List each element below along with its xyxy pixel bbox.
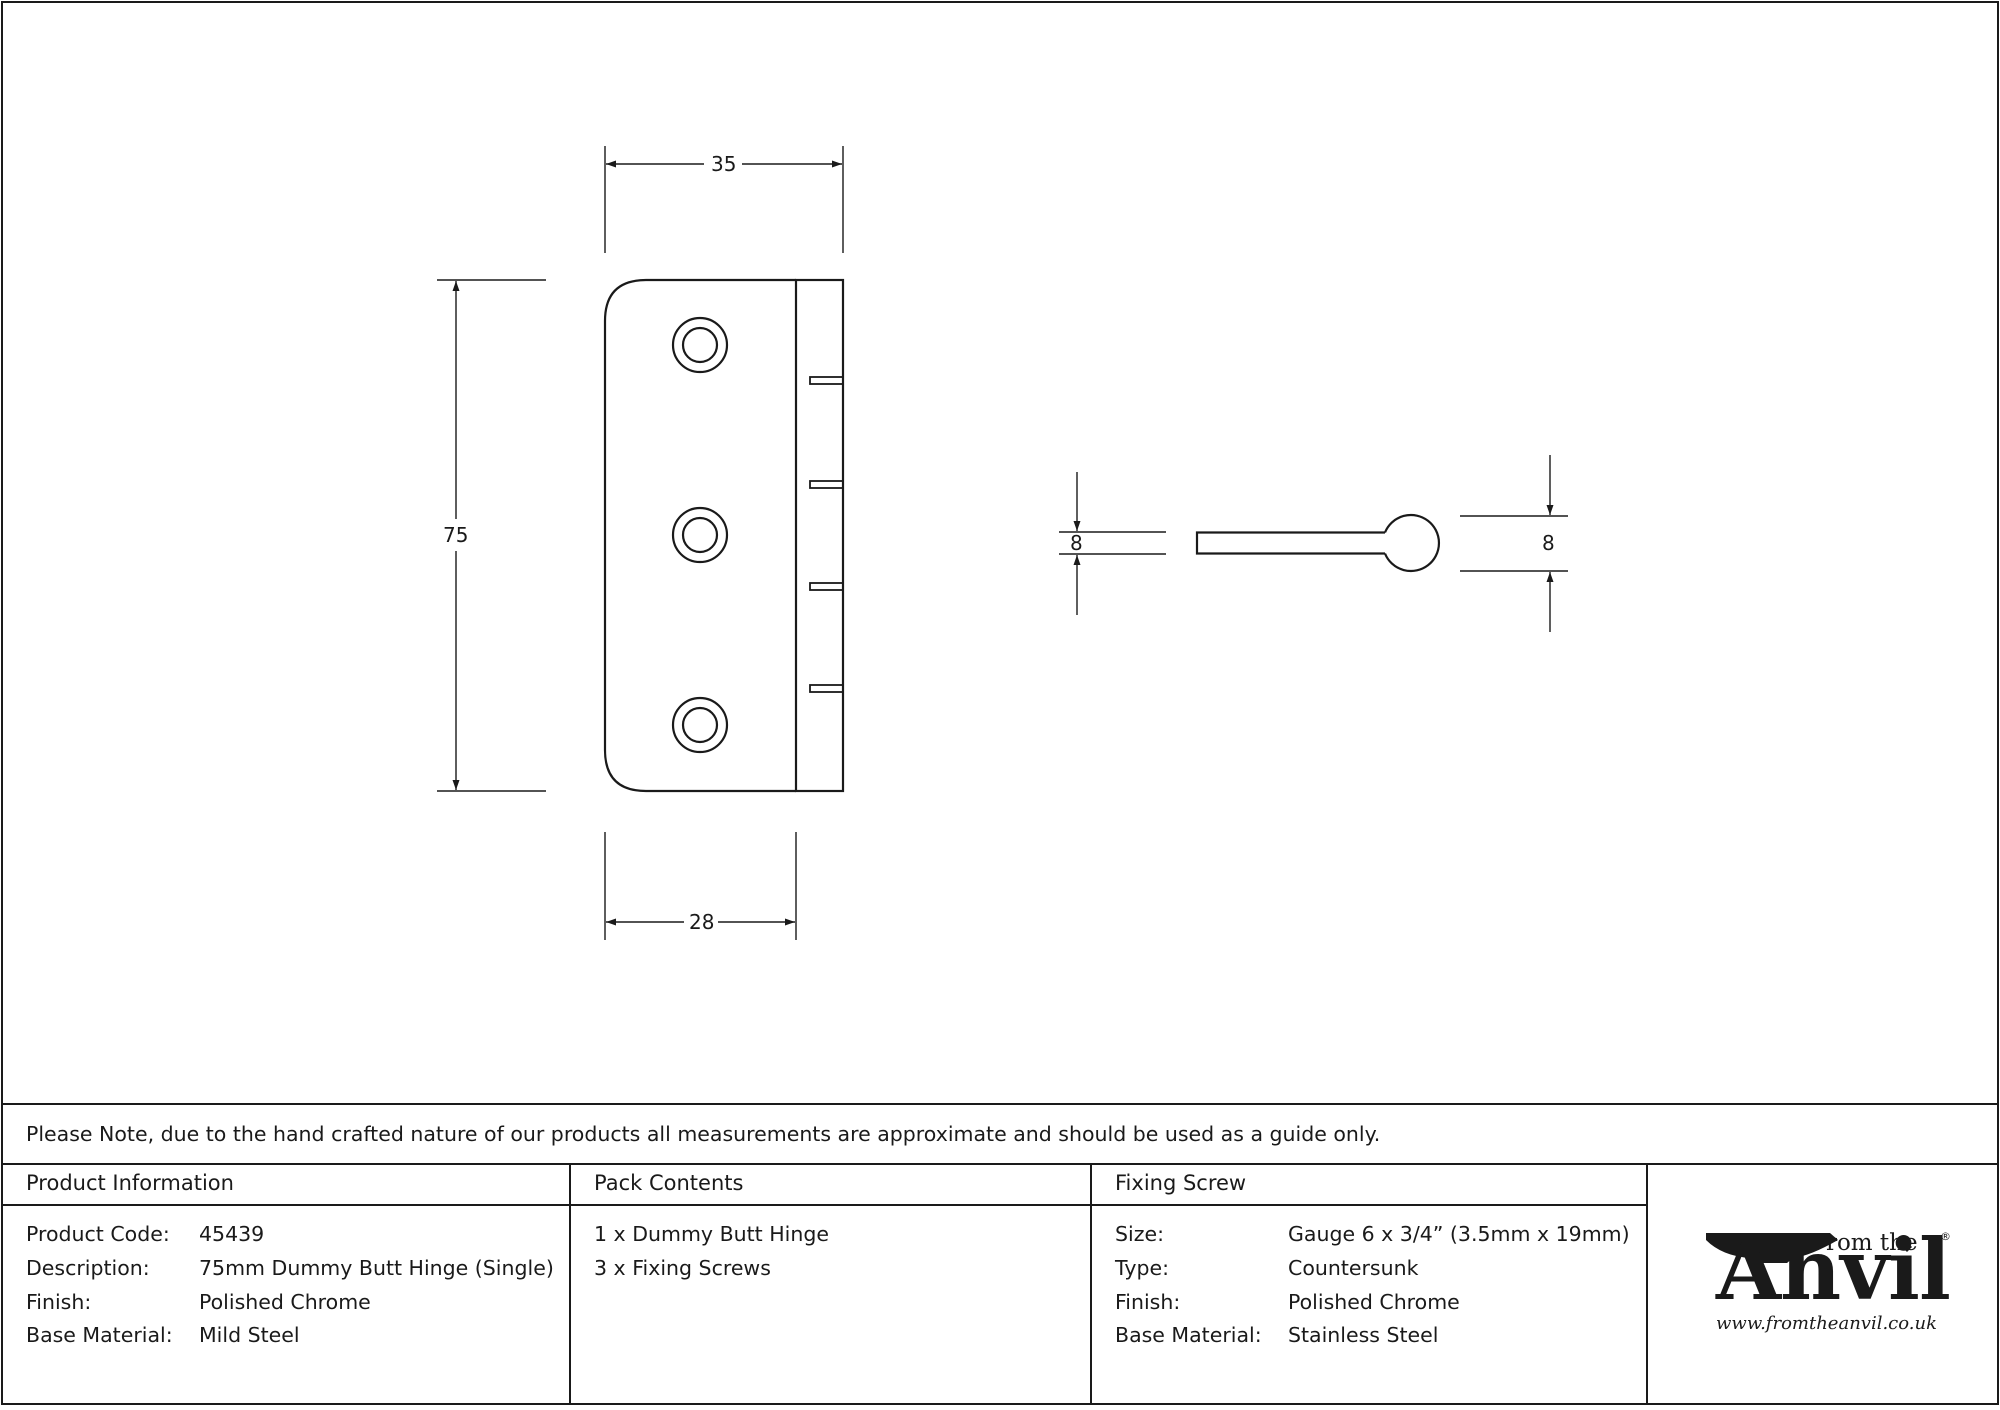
finish-label: Finish: <box>26 1290 92 1314</box>
logo-from-the: From the <box>1810 1230 1918 1256</box>
product-code-value: 45439 <box>199 1222 265 1246</box>
diamond-icon <box>1902 1242 1912 1252</box>
screw-size-label: Size: <box>1115 1222 1164 1246</box>
screw-finish-label: Finish: <box>1115 1290 1181 1314</box>
knuckle-slot <box>809 582 844 591</box>
measurement-note: Please Note, due to the hand crafted nat… <box>26 1122 1381 1146</box>
screw-type-label: Type: <box>1115 1256 1169 1280</box>
pack-contents-heading: Pack Contents <box>594 1171 744 1195</box>
logo-registered: ® <box>1940 1230 1951 1243</box>
screw-holes <box>671 316 729 754</box>
hinge-side-view <box>1195 513 1441 573</box>
anvil-logo-icon <box>1706 1233 1912 1263</box>
dim-label-28: 28 <box>689 910 715 934</box>
dim-label-75: 75 <box>443 523 469 547</box>
leaf-edge <box>1195 531 1385 555</box>
screw-size-value: Gauge 6 x 3/4” (3.5mm x 19mm) <box>1288 1222 1630 1246</box>
base-material-value: Mild Steel <box>199 1323 300 1347</box>
hinge-leaf-outline <box>603 278 796 793</box>
screw-hole-bottom <box>671 696 729 754</box>
dim-label-knuckle-left: 8 <box>1070 531 1083 555</box>
side-dimension-lines <box>1059 455 1568 632</box>
finish-value: Polished Chrome <box>199 1290 371 1314</box>
screw-material-label: Base Material: <box>1115 1323 1262 1347</box>
screw-hole-top <box>671 316 729 374</box>
base-material-label: Base Material: <box>26 1323 173 1347</box>
knuckle-slots <box>809 376 844 693</box>
screw-hole-middle <box>671 506 729 564</box>
screw-material-value: Stainless Steel <box>1288 1323 1439 1347</box>
dim-label-35: 35 <box>711 152 737 176</box>
pack-item: 1 x Dummy Butt Hinge <box>594 1222 829 1246</box>
hinge-knuckle <box>794 278 845 793</box>
dim-label-knuckle-right: 8 <box>1542 531 1555 555</box>
description-label: Description: <box>26 1256 150 1280</box>
product-code-label: Product Code: <box>26 1222 170 1246</box>
fixing-screw-heading: Fixing Screw <box>1115 1171 1247 1195</box>
dimension-lines <box>437 146 844 940</box>
pack-item: 3 x Fixing Screws <box>594 1256 771 1280</box>
knuckle-slot <box>809 480 844 489</box>
logo-brand-name: Anvil <box>1716 1220 1951 1319</box>
screw-type-value: Countersunk <box>1288 1256 1419 1280</box>
knuckle-circle <box>1383 513 1441 573</box>
knuckle-slot <box>809 684 844 693</box>
logo-url: www.fromtheanvil.co.uk <box>1716 1313 1938 1334</box>
product-info-heading: Product Information <box>26 1171 234 1195</box>
knuckle-slot <box>809 376 844 385</box>
hinge-front-view <box>603 278 845 793</box>
description-value: 75mm Dummy Butt Hinge (Single) <box>199 1256 554 1280</box>
screw-finish-value: Polished Chrome <box>1288 1290 1460 1314</box>
